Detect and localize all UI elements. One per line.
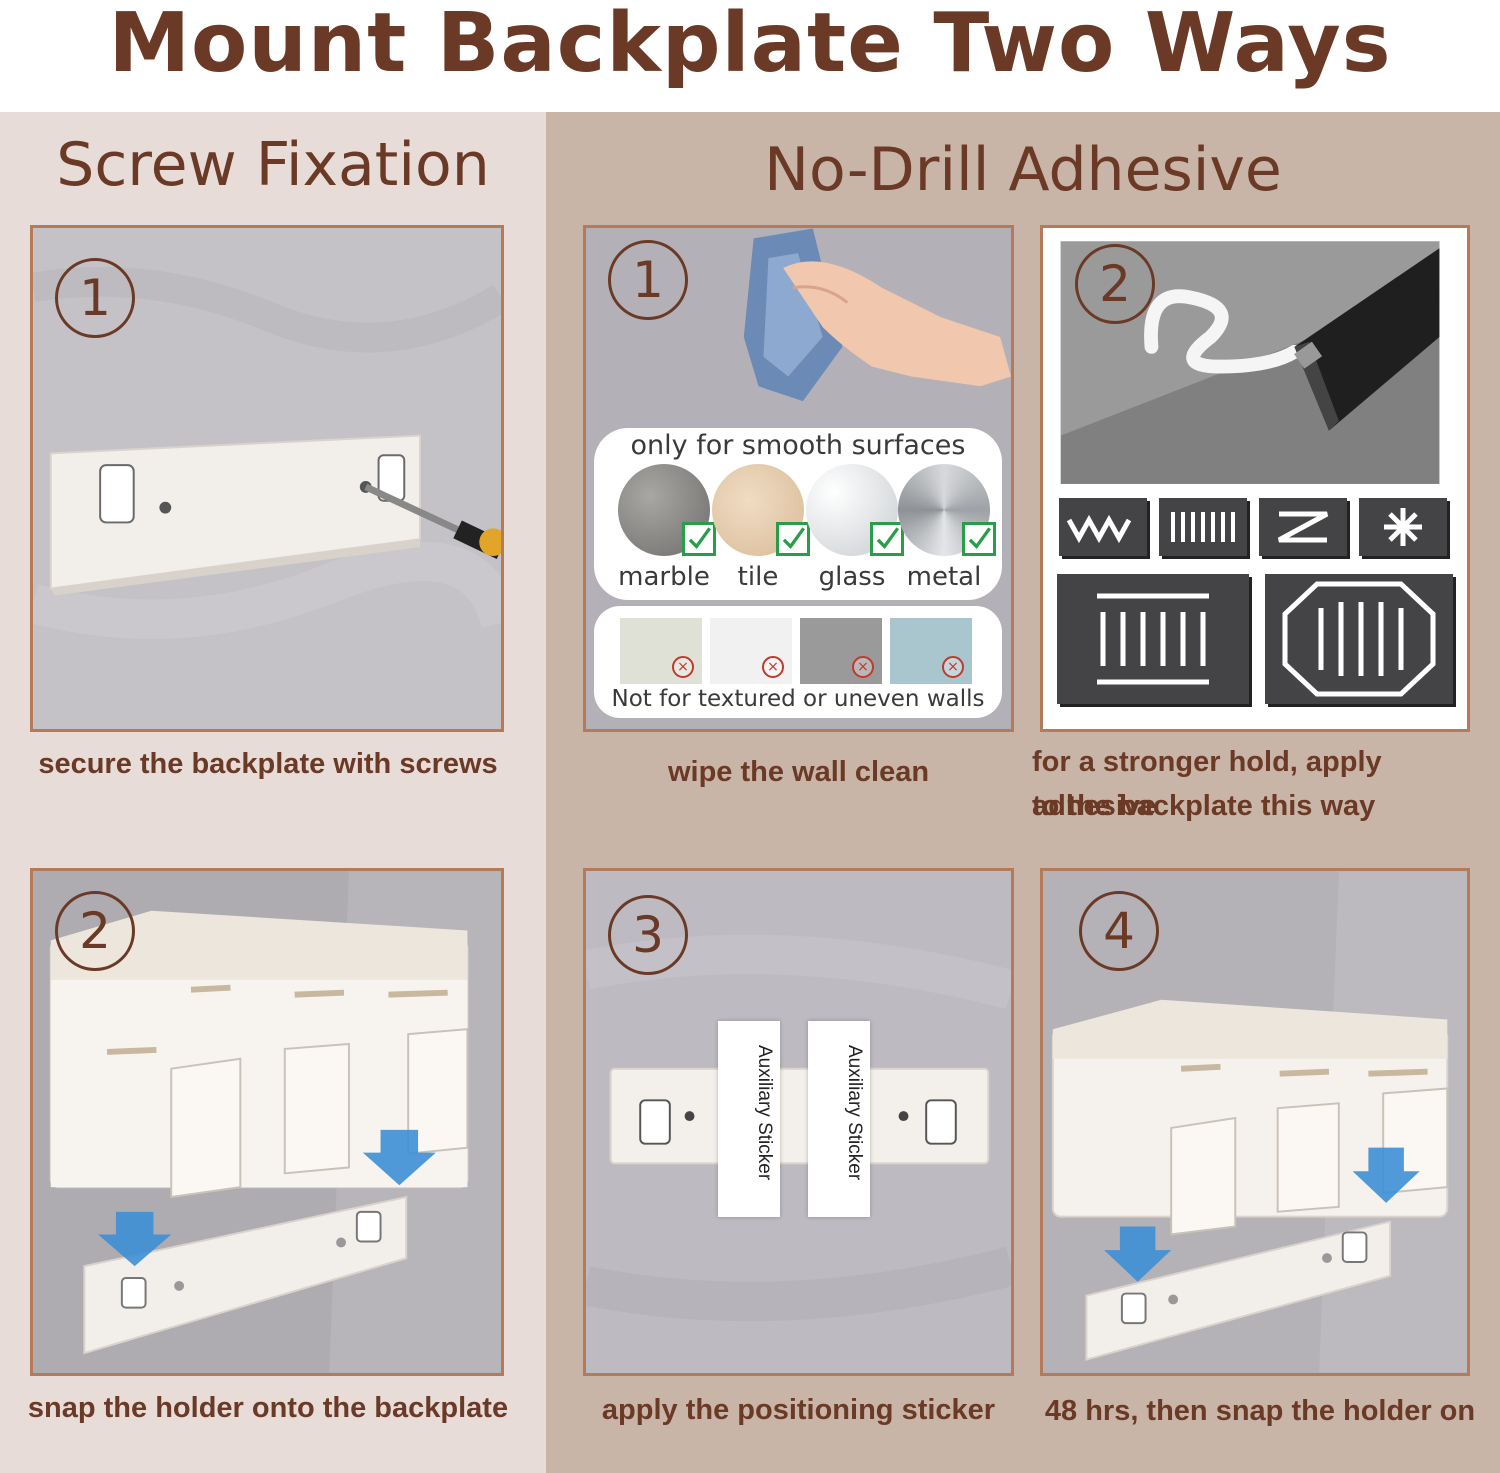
screw-step-2-panel: 2 xyxy=(30,868,504,1376)
smooth-surfaces-title: only for smooth surfaces xyxy=(630,430,966,461)
screw-step-1-panel: 1 xyxy=(30,225,504,732)
step-4-badge: 4 xyxy=(1079,891,1159,971)
page-title: Mount Backplate Two Ways xyxy=(108,0,1392,91)
adhesive-step-3-panel: 3 Auxiliary Sticker Auxiliary Sticker xyxy=(583,868,1014,1376)
octagon-lines-pattern-icon xyxy=(1265,574,1453,704)
x-icon: × xyxy=(672,656,694,678)
holder-snap-illustration xyxy=(33,871,501,1373)
surface-label: marble xyxy=(618,562,710,592)
surface-label: glass xyxy=(818,562,886,592)
step-2-badge: 2 xyxy=(55,891,135,971)
step-1-badge-adhesive: 1 xyxy=(608,240,688,320)
adhesive-step-2-caption-line-1: for a stronger hold, apply adhesive xyxy=(1032,746,1382,822)
textured-walls-box: × × × × Not for textured or uneven walls xyxy=(594,606,1002,718)
screw-fixation-title: Screw Fixation xyxy=(56,130,490,200)
surface-marble: marble xyxy=(618,464,716,596)
step-1-badge: 1 xyxy=(55,258,135,338)
n-pattern-icon xyxy=(1259,498,1347,556)
adhesive-step-1-panel: 1 only for smooth surfaces marble tile g… xyxy=(583,225,1014,732)
auxiliary-sticker-right: Auxiliary Sticker xyxy=(808,1021,870,1217)
check-icon xyxy=(776,522,810,556)
check-icon xyxy=(682,522,716,556)
vertical-lines-pattern-icon xyxy=(1159,498,1247,556)
x-icon: × xyxy=(852,656,874,678)
adhesive-step-1-caption: wipe the wall clean xyxy=(667,756,930,788)
asterisk-pattern-icon xyxy=(1359,498,1447,556)
check-icon xyxy=(962,522,996,556)
adhesive-step-4-caption: 48 hrs, then snap the holder on xyxy=(1044,1395,1476,1427)
surface-metal: metal xyxy=(898,464,996,596)
check-icon xyxy=(870,522,904,556)
surface-label: tile xyxy=(737,562,779,592)
smooth-surfaces-box: only for smooth surfaces marble tile gla… xyxy=(594,428,1002,600)
no-drill-adhesive-title: No-Drill Adhesive xyxy=(764,135,1282,205)
surface-glass: glass xyxy=(806,464,904,596)
x-icon: × xyxy=(942,656,964,678)
step-3-badge: 3 xyxy=(608,895,688,975)
auxiliary-sticker-left: Auxiliary Sticker xyxy=(718,1021,780,1217)
adhesive-step-2-caption-line-2: to the backplate this way xyxy=(1032,790,1376,822)
not-for-textured-label: Not for textured or uneven walls xyxy=(611,686,985,712)
x-icon: × xyxy=(762,656,784,678)
adhesive-step-3-caption: apply the positioning sticker xyxy=(601,1394,996,1426)
screw-step-1-caption: secure the backplate with screws xyxy=(38,748,498,780)
adhesive-step-4-panel: 4 xyxy=(1040,868,1470,1376)
step-2-badge-adhesive: 2 xyxy=(1075,244,1155,324)
surface-tile: tile xyxy=(712,464,810,596)
zigzag-pattern-icon xyxy=(1059,498,1147,556)
sticker-title: Auxiliary Sticker xyxy=(754,1045,775,1181)
adhesive-step-2-panel: 2 xyxy=(1040,225,1470,732)
screw-step-2-caption: snap the holder onto the backplate xyxy=(27,1392,509,1424)
framed-lines-pattern-icon xyxy=(1057,574,1249,704)
surface-label: metal xyxy=(906,562,982,592)
sticker-title: Auxiliary Sticker xyxy=(844,1045,865,1181)
